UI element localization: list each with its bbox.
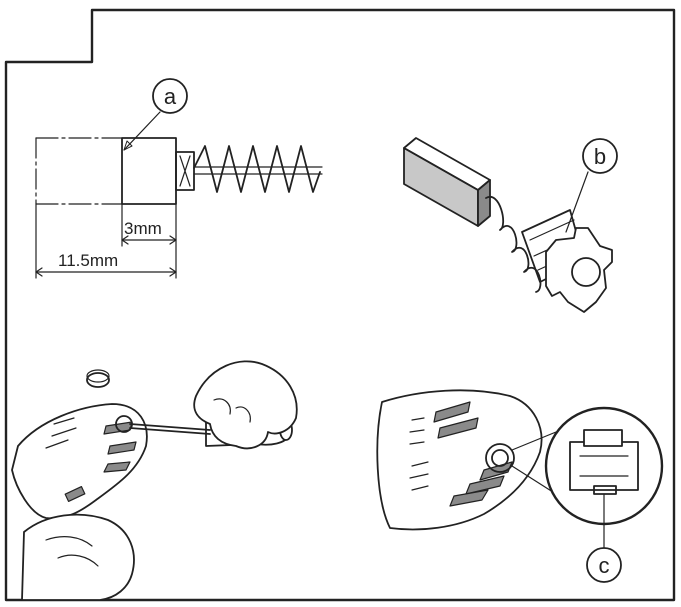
callout-b-circle [582,138,618,174]
callout-a-circle [152,78,188,114]
brush-holder-closeup-illustration: c [376,389,664,583]
remove-brush-cap-illustration [11,360,298,601]
brush-dimension-drawing: 3mm 11.5mm a [35,78,323,279]
dimension-11-5mm-label: 11.5mm [58,251,118,270]
callout-a-label: a [164,84,177,109]
callout-c-circle [586,547,622,583]
dimension-3mm-label: 3mm [124,219,162,238]
carbon-brush-illustration: b [403,137,618,313]
callout-c-label: c [599,553,610,578]
callout-b-label: b [594,144,606,169]
figure-frame [4,8,676,602]
brush-spring [193,145,321,193]
